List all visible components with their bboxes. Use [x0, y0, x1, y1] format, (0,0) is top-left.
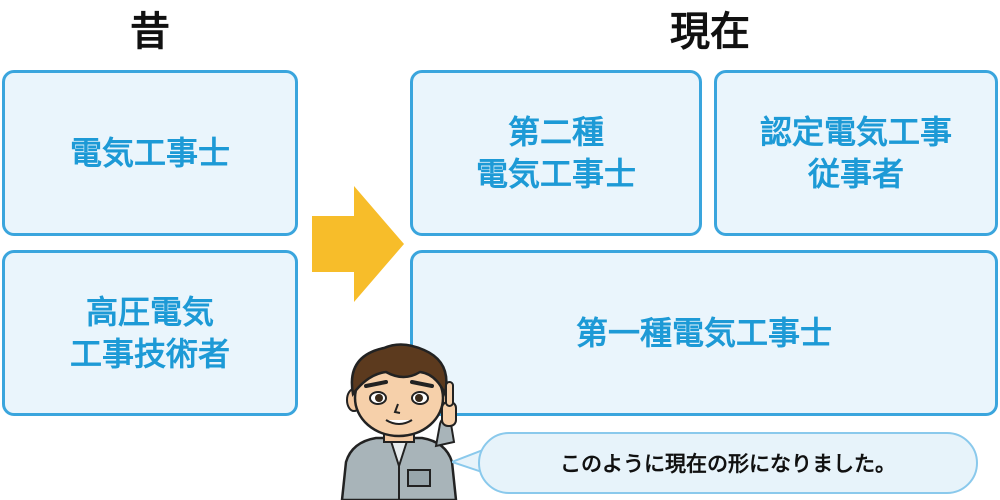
- past-heading: 昔: [130, 9, 170, 55]
- present-box-first-class-electrician: 第一種電気工事士: [410, 250, 998, 416]
- speech-bubble: このように現在の形になりました。: [478, 432, 978, 494]
- past-box-high-voltage-technician: 高圧電気 工事技術者: [2, 250, 298, 416]
- right-arrow-icon: [312, 186, 404, 302]
- present-heading: 現在: [670, 9, 750, 55]
- speech-bubble-text: このように現在の形になりました。: [560, 452, 896, 476]
- present-box-second-class-electrician: 第二種 電気工事士: [410, 70, 702, 236]
- past-box-electrician: 電気工事士: [2, 70, 298, 236]
- worker-character-icon: [340, 343, 458, 500]
- present-box-certified-worker: 認定電気工事 従事者: [714, 70, 998, 236]
